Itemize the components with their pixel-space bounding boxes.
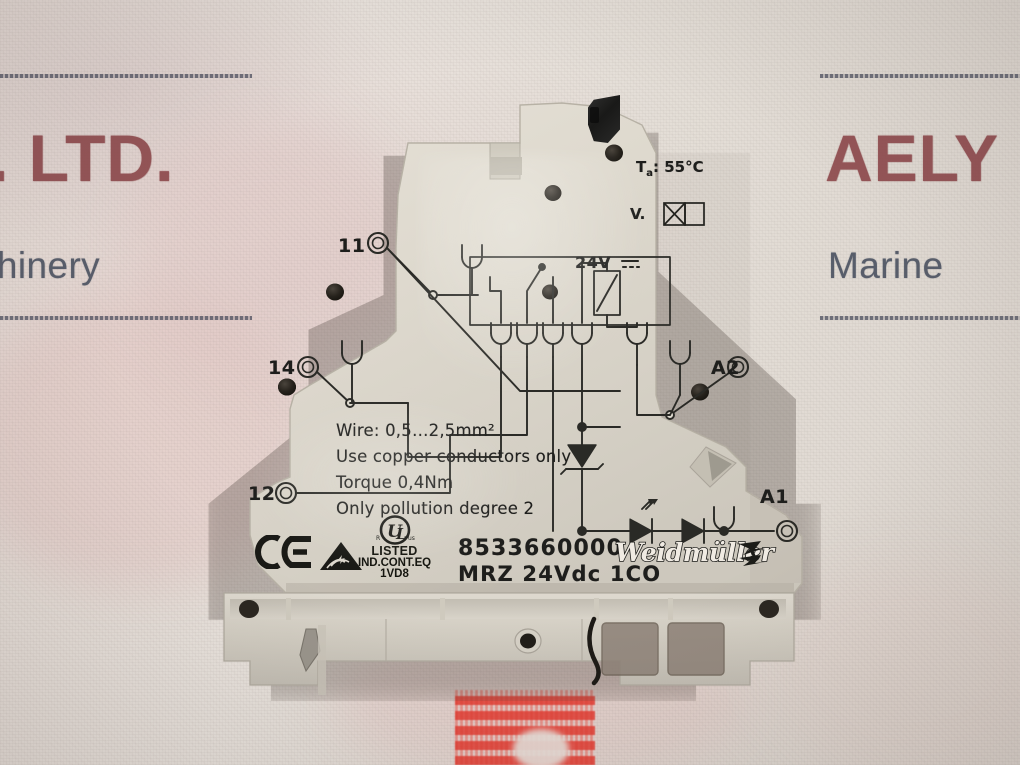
ul-category-text: IND.CONT.EQ [358, 557, 431, 570]
terminal-label-14: 14 [268, 357, 295, 379]
spec-copper-conductor: Use copper conductors only [336, 447, 571, 466]
terminal-label-a2: A2 [711, 357, 740, 379]
ce-mark-icon [255, 535, 311, 569]
spec-torque: Torque 0,4Nm [336, 473, 453, 492]
ul-logo-icon: U L R us [376, 515, 415, 545]
test-lever-notch [590, 107, 599, 123]
terminal-label-a1: A1 [760, 486, 789, 508]
ul-listed-mark: U L R us LISTED IND.CONT.EQ 1VD8 [358, 515, 431, 581]
esd-warning-icon [320, 542, 362, 570]
terminal-label-11: 11 [338, 235, 365, 257]
svg-text:L: L [395, 525, 407, 543]
ul-file-number: 1VD8 [358, 569, 431, 581]
svg-text:R: R [376, 535, 380, 542]
ambient-temperature-label: Ta: 55°C [636, 158, 704, 179]
device-body-graphic [223, 102, 803, 695]
terminal-label-12: 12 [248, 483, 275, 505]
spec-wire-size: Wire: 0,5…2,5mm² [336, 421, 495, 440]
svg-text:us: us [408, 535, 415, 542]
coil-voltage-label: 24V [575, 253, 611, 272]
variant-label: V. [630, 205, 645, 223]
model-name: MRZ 24Vdc 1CO [458, 562, 661, 586]
part-number: 8533660000 [458, 536, 623, 561]
spec-pollution-degree: Only pollution degree 2 [336, 499, 534, 518]
ul-listed-text: LISTED [358, 545, 431, 558]
weidmuller-logo-icon [739, 541, 765, 566]
svg-text:U: U [387, 522, 403, 542]
red-printed-strip [455, 690, 595, 765]
